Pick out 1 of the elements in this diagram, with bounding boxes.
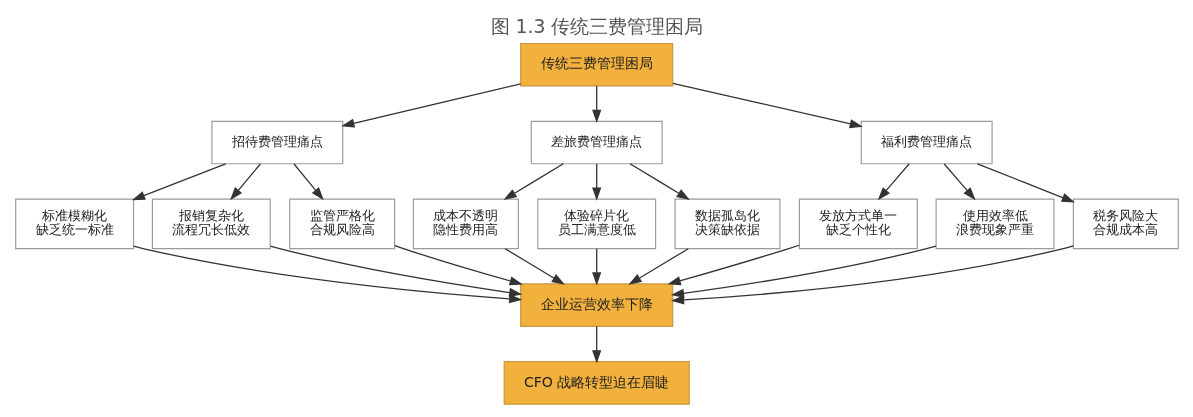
diagram-title: 图 1.3 传统三费管理困局 bbox=[490, 15, 703, 37]
